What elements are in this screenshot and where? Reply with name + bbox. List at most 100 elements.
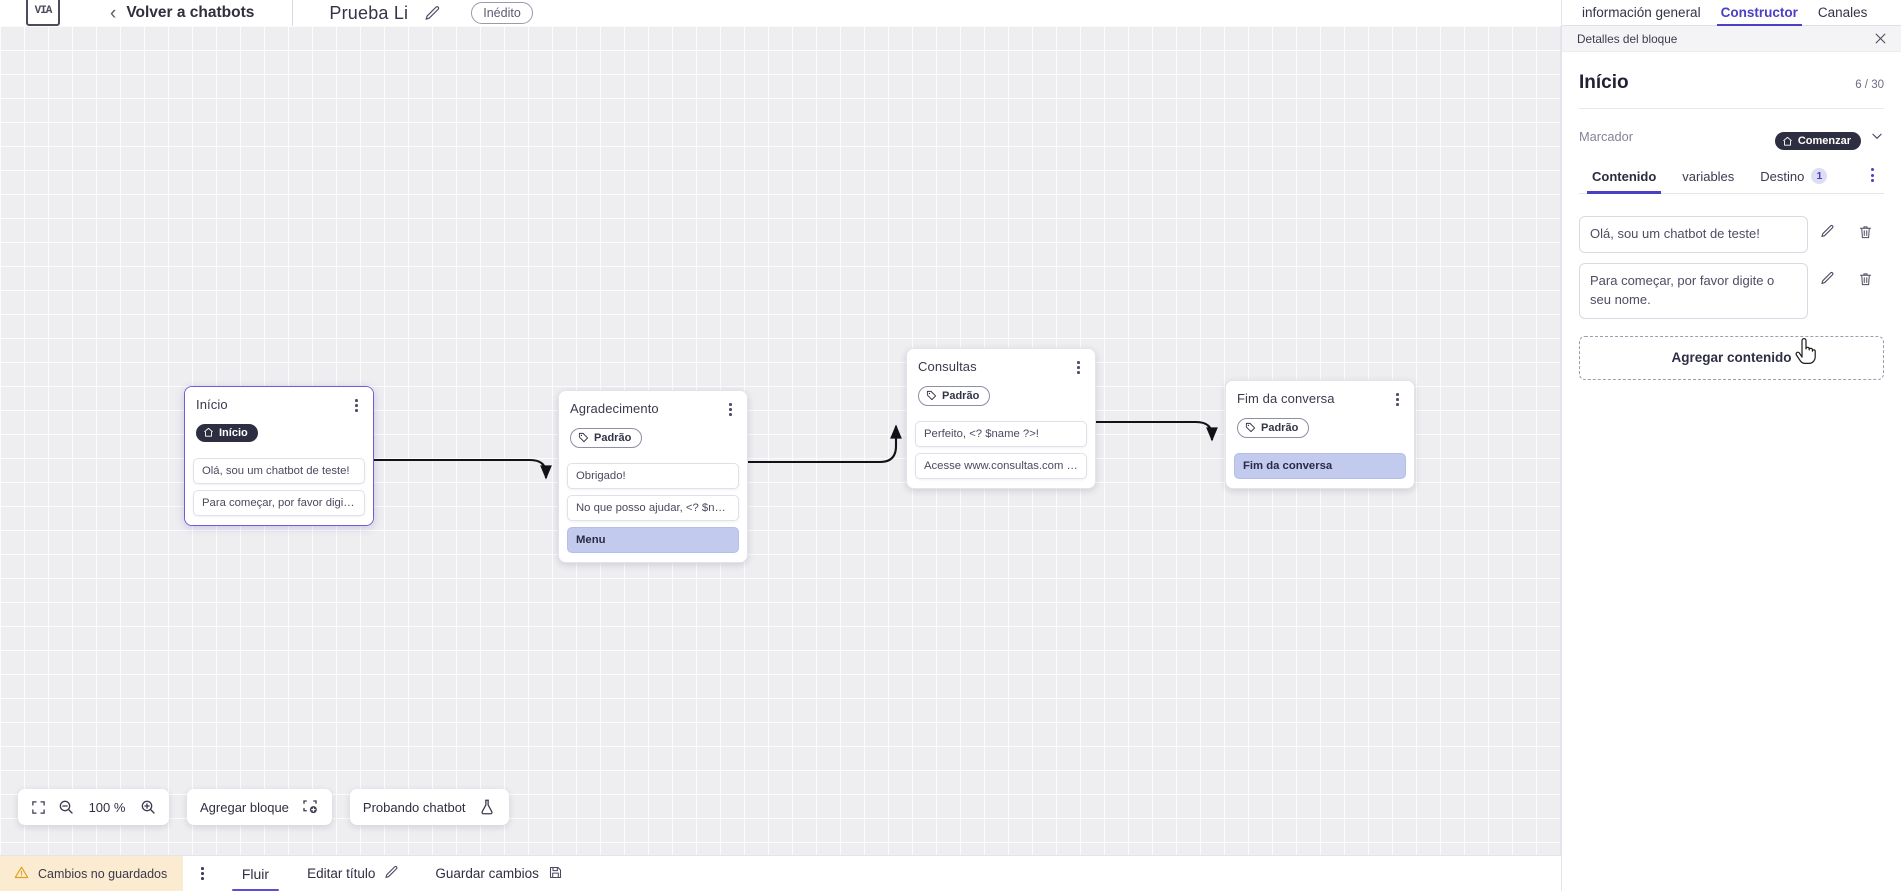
node-message[interactable]: Olá, sou um chatbot de teste! [193, 458, 365, 485]
test-chatbot-label: Probando chatbot [362, 799, 466, 815]
node-title: Agradecimento [570, 401, 659, 416]
edit-title-button[interactable]: Editar título [289, 856, 417, 891]
content-item-edit-pencil-icon[interactable] [1808, 216, 1846, 239]
node-kebab-icon[interactable] [725, 401, 736, 418]
node-title: Fim da conversa [1237, 391, 1335, 406]
marker-control[interactable]: Comenzar [1774, 122, 1884, 150]
edit-title-label: Editar título [307, 866, 376, 881]
flow-node-inicio[interactable]: Início Início Olá, sou um chatbot de tes… [184, 386, 374, 527]
save-changes-label: Guardar cambios [435, 866, 539, 881]
node-title: Início [196, 397, 228, 412]
warning-triangle-icon [14, 865, 29, 883]
zoom-in-icon[interactable] [140, 799, 156, 815]
node-message[interactable]: Fim da conversa [1234, 453, 1406, 480]
tag-icon [926, 391, 937, 401]
content-item-text[interactable]: Olá, sou um chatbot de teste! [1579, 216, 1808, 253]
tab-fluir[interactable]: Fluir [222, 856, 289, 891]
edge-inicio-agradecimento [374, 458, 552, 480]
content-item-row: Para começar, por favor digite o seu nom… [1579, 262, 1884, 319]
panel-subheader: Detalles del bloque [1562, 26, 1901, 52]
node-kebab-icon[interactable] [1073, 359, 1084, 376]
tag-icon [1245, 423, 1256, 433]
tab-fluir-label: Fluir [241, 865, 270, 882]
unsaved-changes-label: Cambios no guardados [38, 866, 168, 881]
marker-label: Marcador [1579, 128, 1634, 144]
flow-canvas[interactable]: Início Início Olá, sou um chatbot de tes… [0, 26, 1561, 861]
node-chip-label: Padrão [1261, 421, 1299, 434]
node-title: Consultas [918, 359, 977, 374]
node-chip-label: Padrão [942, 389, 980, 402]
flow-node-fim[interactable]: Fim da conversa Padrão Fim da conversa [1225, 380, 1415, 490]
panel-inner: Início 6 / 30 Marcador Comenzar Contenid… [1562, 52, 1901, 380]
node-header: Agradecimento Padrão [559, 391, 747, 458]
floppy-disk-icon [548, 865, 563, 883]
marker-value-chip[interactable]: Comenzar [1774, 132, 1861, 150]
node-chip: Padrão [918, 385, 991, 406]
content-item-edit-pencil-icon[interactable] [1808, 263, 1846, 286]
node-body: Olá, sou um chatbot de teste! Para começa… [185, 458, 373, 526]
add-block-button[interactable]: Agregar bloque [187, 789, 332, 825]
panel-tab-constructor[interactable]: Constructor [1711, 5, 1808, 26]
node-title-row: Fim da conversa [1237, 391, 1403, 408]
content-item-delete-trash-icon[interactable] [1846, 263, 1884, 287]
panel-tab-canales[interactable]: Canales [1817, 5, 1868, 20]
marker-row: Marcador Comenzar [1579, 109, 1884, 163]
node-header: Início Início [185, 387, 373, 453]
node-kebab-icon[interactable] [351, 397, 362, 414]
node-header: Consultas Padrão [907, 349, 1095, 416]
node-message[interactable]: Para começar, por favor digite o ... [193, 490, 365, 517]
zoom-level-value: 100 % [88, 799, 126, 815]
add-content-button[interactable]: Agregar contenido [1579, 335, 1884, 380]
node-message[interactable]: Obrigado! [567, 463, 739, 490]
add-block-label: Agregar bloque [200, 799, 289, 815]
panel-inner-tab-badge: 1 [1811, 168, 1828, 184]
block-details-panel: información general Constructor Canales De… [1561, 0, 1901, 891]
kebab-icon [197, 865, 208, 882]
kebab-icon [1867, 166, 1878, 184]
content-item-text[interactable]: Para começar, por favor digite o seu nom… [1579, 262, 1808, 319]
chevron-down-icon[interactable] [1870, 129, 1884, 143]
add-block-icon [301, 798, 319, 816]
canvas-toolbar: 100 % Agregar bloque Probando chatbot [18, 789, 509, 825]
back-to-chatbots-link[interactable]: ‹ Volver a chatbots [110, 4, 254, 23]
fit-screen-icon[interactable] [31, 800, 46, 815]
tag-icon [578, 433, 589, 443]
flow-node-agradecimento[interactable]: Agradecimento Padrão Obrigado! No que pos… [558, 390, 748, 564]
panel-inner-tabs-kebab-button[interactable] [1861, 166, 1884, 190]
node-body: Fim da conversa [1226, 453, 1414, 489]
panel-tab-información-general[interactable]: información general [1582, 5, 1701, 20]
pencil-icon [384, 865, 399, 883]
bottom-status-bar: Cambios no guardados Fluir Editar título… [0, 855, 1561, 891]
node-chip: Início [196, 423, 258, 442]
content-item-delete-trash-icon[interactable] [1846, 216, 1884, 240]
flow-node-consultas[interactable]: Consultas Padrão Perfeito, <? $name ?>! A… [906, 348, 1096, 490]
node-kebab-icon[interactable] [1392, 391, 1403, 408]
zoom-out-icon[interactable] [58, 799, 74, 815]
header-divider [292, 0, 294, 26]
node-title-row: Início [196, 397, 362, 414]
node-message[interactable]: Acesse www.consultas.com par... [915, 453, 1087, 480]
statusbar-kebab-button[interactable] [183, 856, 222, 891]
home-icon [204, 428, 213, 437]
close-icon[interactable] [1873, 31, 1888, 46]
app-logo[interactable]: VIA [26, 0, 60, 26]
panel-inner-tab-destino[interactable]: Destino 1 [1747, 163, 1840, 193]
block-count: 6 / 30 [1855, 79, 1884, 91]
edge-consultas-fim [1096, 420, 1218, 442]
node-message[interactable]: Menu [567, 527, 739, 554]
node-chip: Padrão [1237, 417, 1310, 438]
node-message[interactable]: Perfeito, <? $name ?>! [915, 421, 1087, 448]
panel-inner-tab-contenido[interactable]: Contenido [1579, 164, 1669, 194]
marker-value-label: Comenzar [1797, 135, 1851, 147]
save-changes-button[interactable]: Guardar cambios [417, 856, 581, 891]
panel-subheader-title: Detalles del bloque [1577, 31, 1678, 46]
node-chip: Padrão [570, 427, 643, 448]
test-chatbot-button[interactable]: Probando chatbot [349, 789, 509, 825]
edit-bot-name-pencil-icon[interactable] [424, 5, 441, 22]
panel-inner-tab-label: Destino [1760, 168, 1805, 184]
node-message[interactable]: No que posso ajudar, <? $name ... [567, 495, 739, 522]
panel-inner-tab-variables[interactable]: variables [1669, 164, 1747, 193]
node-title-row: Consultas [918, 359, 1084, 376]
